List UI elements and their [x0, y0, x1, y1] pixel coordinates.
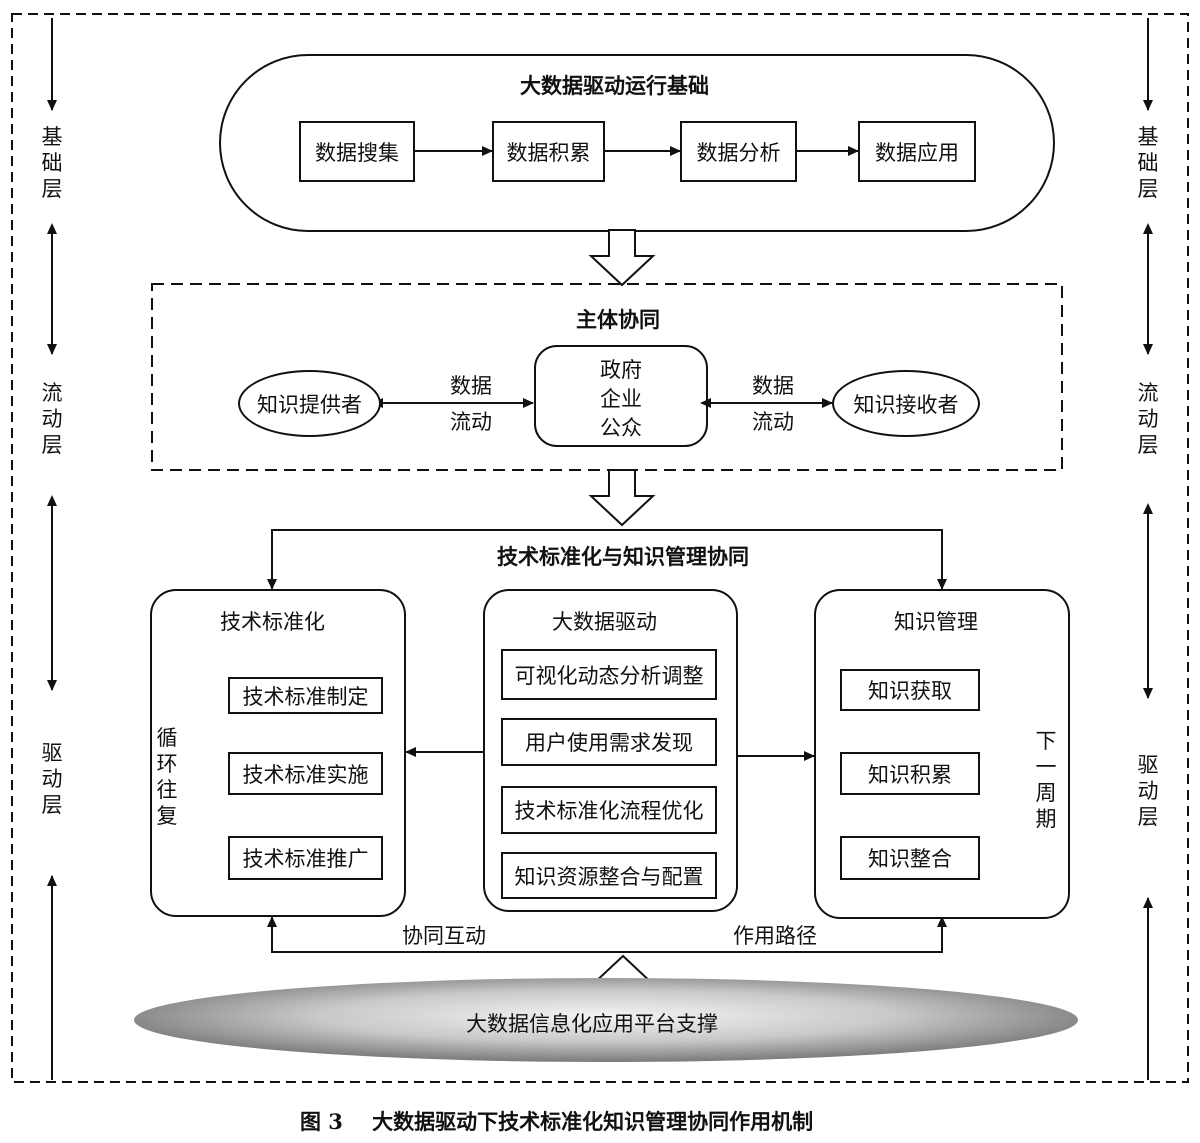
knowledge-provider: 知识提供者	[238, 370, 381, 437]
collaboration-title: 主体协同	[576, 307, 660, 332]
knowledge-receiver: 知识接收者	[832, 370, 980, 437]
figure-caption: 图 3 大数据驱动下技术标准化知识管理协同作用机制	[300, 1109, 814, 1134]
right-label-flow: 流动层	[1137, 381, 1159, 457]
actor-enterprise: 企业	[600, 387, 642, 411]
actor-government: 政府	[600, 358, 642, 382]
tech-standard-title: 技术标准化	[220, 610, 325, 634]
outer-frame	[11, 13, 1189, 1083]
flow-label-right-1: 数据	[752, 374, 794, 398]
label-collaborative-interaction: 协同互动	[402, 924, 486, 948]
km-item-accumulation: 知识积累	[840, 752, 980, 795]
platform-label: 大数据信息化应用平台支撑	[466, 1012, 718, 1036]
bigdata-item-visual-analysis: 可视化动态分析调整	[501, 649, 717, 700]
bigdata-item-resource-integration: 知识资源整合与配置	[501, 852, 717, 899]
right-label-base: 基础层	[1137, 125, 1159, 201]
bottom-connector	[271, 918, 943, 953]
km-item-acquisition: 知识获取	[840, 669, 980, 711]
km-cycle-label: 下一周期	[1035, 729, 1057, 831]
bigdata-item-user-needs: 用户使用需求发现	[501, 718, 717, 766]
platform-ellipse	[134, 978, 1078, 1062]
label-action-path: 作用路径	[733, 924, 817, 948]
foundation-title: 大数据驱动运行基础	[520, 73, 709, 98]
hollow-down-arrow-2	[588, 469, 656, 527]
step-data-application: 数据应用	[858, 121, 976, 182]
flow-label-left-2: 流动	[450, 410, 492, 434]
tech-item-formulation: 技术标准制定	[228, 677, 383, 714]
foundation-panel	[219, 54, 1055, 232]
left-label-base: 基础层	[41, 125, 63, 201]
right-label-drive: 驱动层	[1137, 753, 1159, 829]
actor-public: 公众	[600, 416, 642, 440]
hollow-down-arrow-1	[588, 229, 656, 287]
drive-title: 技术标准化与知识管理协同	[497, 544, 749, 569]
km-item-integration: 知识整合	[840, 836, 980, 880]
step-data-accumulation: 数据积累	[492, 121, 605, 182]
bigdata-item-process-optimization: 技术标准化流程优化	[501, 786, 717, 834]
flow-label-right-2: 流动	[752, 410, 794, 434]
tech-cycle-label: 循环往复	[156, 726, 178, 828]
knowledge-management-title: 知识管理	[894, 610, 978, 634]
actors-box	[534, 345, 708, 447]
step-data-analysis: 数据分析	[680, 121, 797, 182]
left-label-flow: 流动层	[41, 381, 63, 457]
left-label-drive: 驱动层	[41, 741, 63, 817]
flow-label-left-1: 数据	[450, 374, 492, 398]
tech-item-promotion: 技术标准推广	[228, 836, 383, 880]
collaboration-panel	[151, 283, 1063, 471]
tech-item-implementation: 技术标准实施	[228, 752, 383, 795]
step-data-collection: 数据搜集	[299, 121, 415, 182]
bigdata-title: 大数据驱动	[552, 610, 657, 634]
